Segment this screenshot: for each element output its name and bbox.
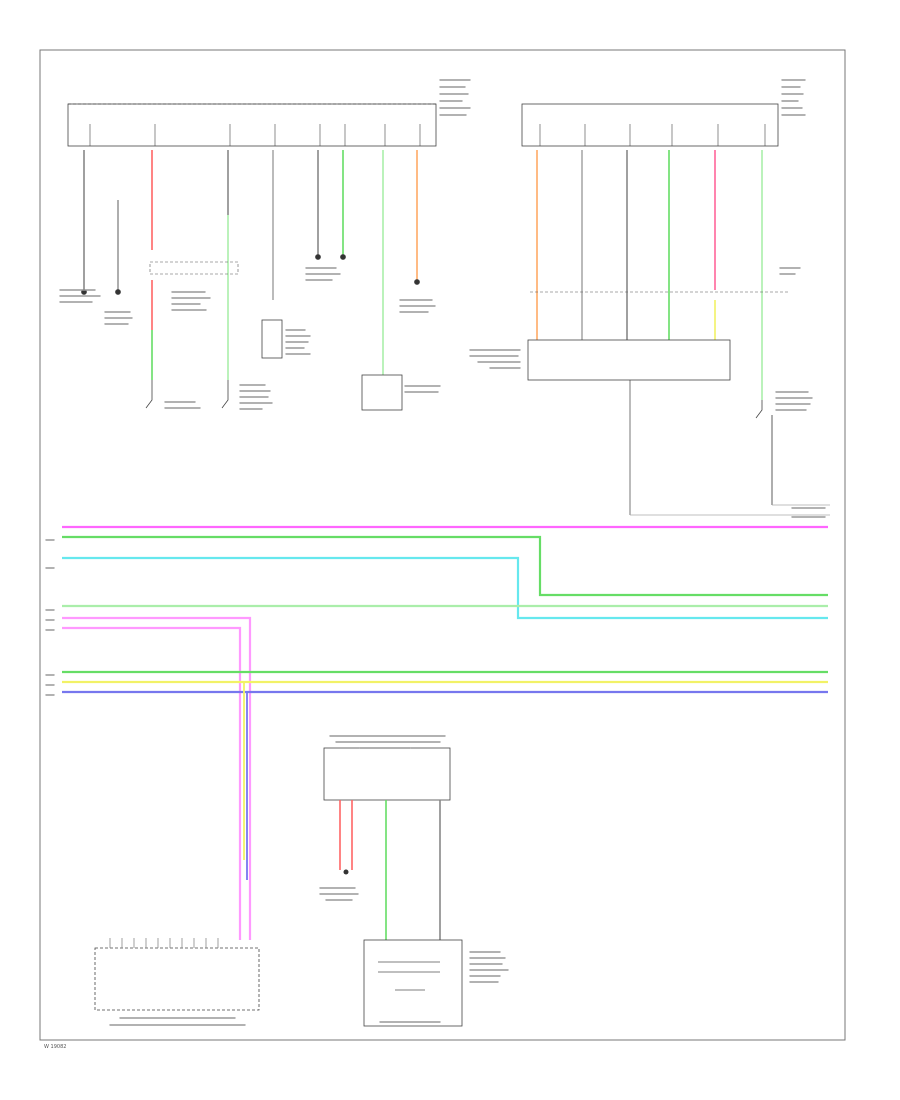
left-ecu-box — [67, 103, 437, 147]
right-ecu-wires — [536, 150, 773, 515]
bottom-module — [323, 747, 451, 801]
label-marks-bottom — [45, 539, 509, 1026]
ground-2 — [115, 289, 121, 295]
power-switch-box — [363, 939, 463, 1027]
bus-green-jog — [62, 535, 828, 597]
junction-box — [149, 261, 239, 275]
switch-1 — [145, 380, 153, 409]
bus-cyan-jog — [62, 556, 828, 620]
switch-3 — [755, 400, 763, 419]
sensor-box — [261, 319, 283, 359]
left-ecu-pins — [89, 124, 421, 146]
ground-3 — [315, 254, 321, 260]
bottom-left-pins — [109, 938, 219, 948]
ground-5 — [414, 279, 420, 285]
right-return-path — [630, 504, 830, 516]
label-marks-right — [469, 79, 826, 518]
bus-pink-1 — [62, 616, 252, 940]
right-ecu — [521, 103, 779, 147]
left-components — [81, 254, 420, 411]
ground-4 — [340, 254, 346, 260]
left-ecu — [67, 103, 437, 147]
power-switch-internals — [378, 961, 440, 991]
bus-vertical-taps — [243, 682, 248, 880]
ground-6 — [343, 869, 349, 875]
bus-pink-2 — [62, 626, 242, 940]
switch-2 — [221, 380, 229, 409]
bottom-module-box — [323, 747, 451, 801]
label-marks-left — [59, 79, 471, 410]
diagram-frame — [39, 49, 846, 1041]
left-ecu-wires — [83, 150, 418, 380]
right-connector-box — [527, 339, 731, 381]
module-box-small — [361, 374, 403, 411]
right-ecu-box — [521, 103, 779, 147]
bus-wires — [62, 525, 828, 940]
bottom-module-wires — [339, 800, 441, 940]
bottom-left-block — [94, 947, 260, 1011]
diagram-code: W 19082 — [44, 1044, 67, 1050]
